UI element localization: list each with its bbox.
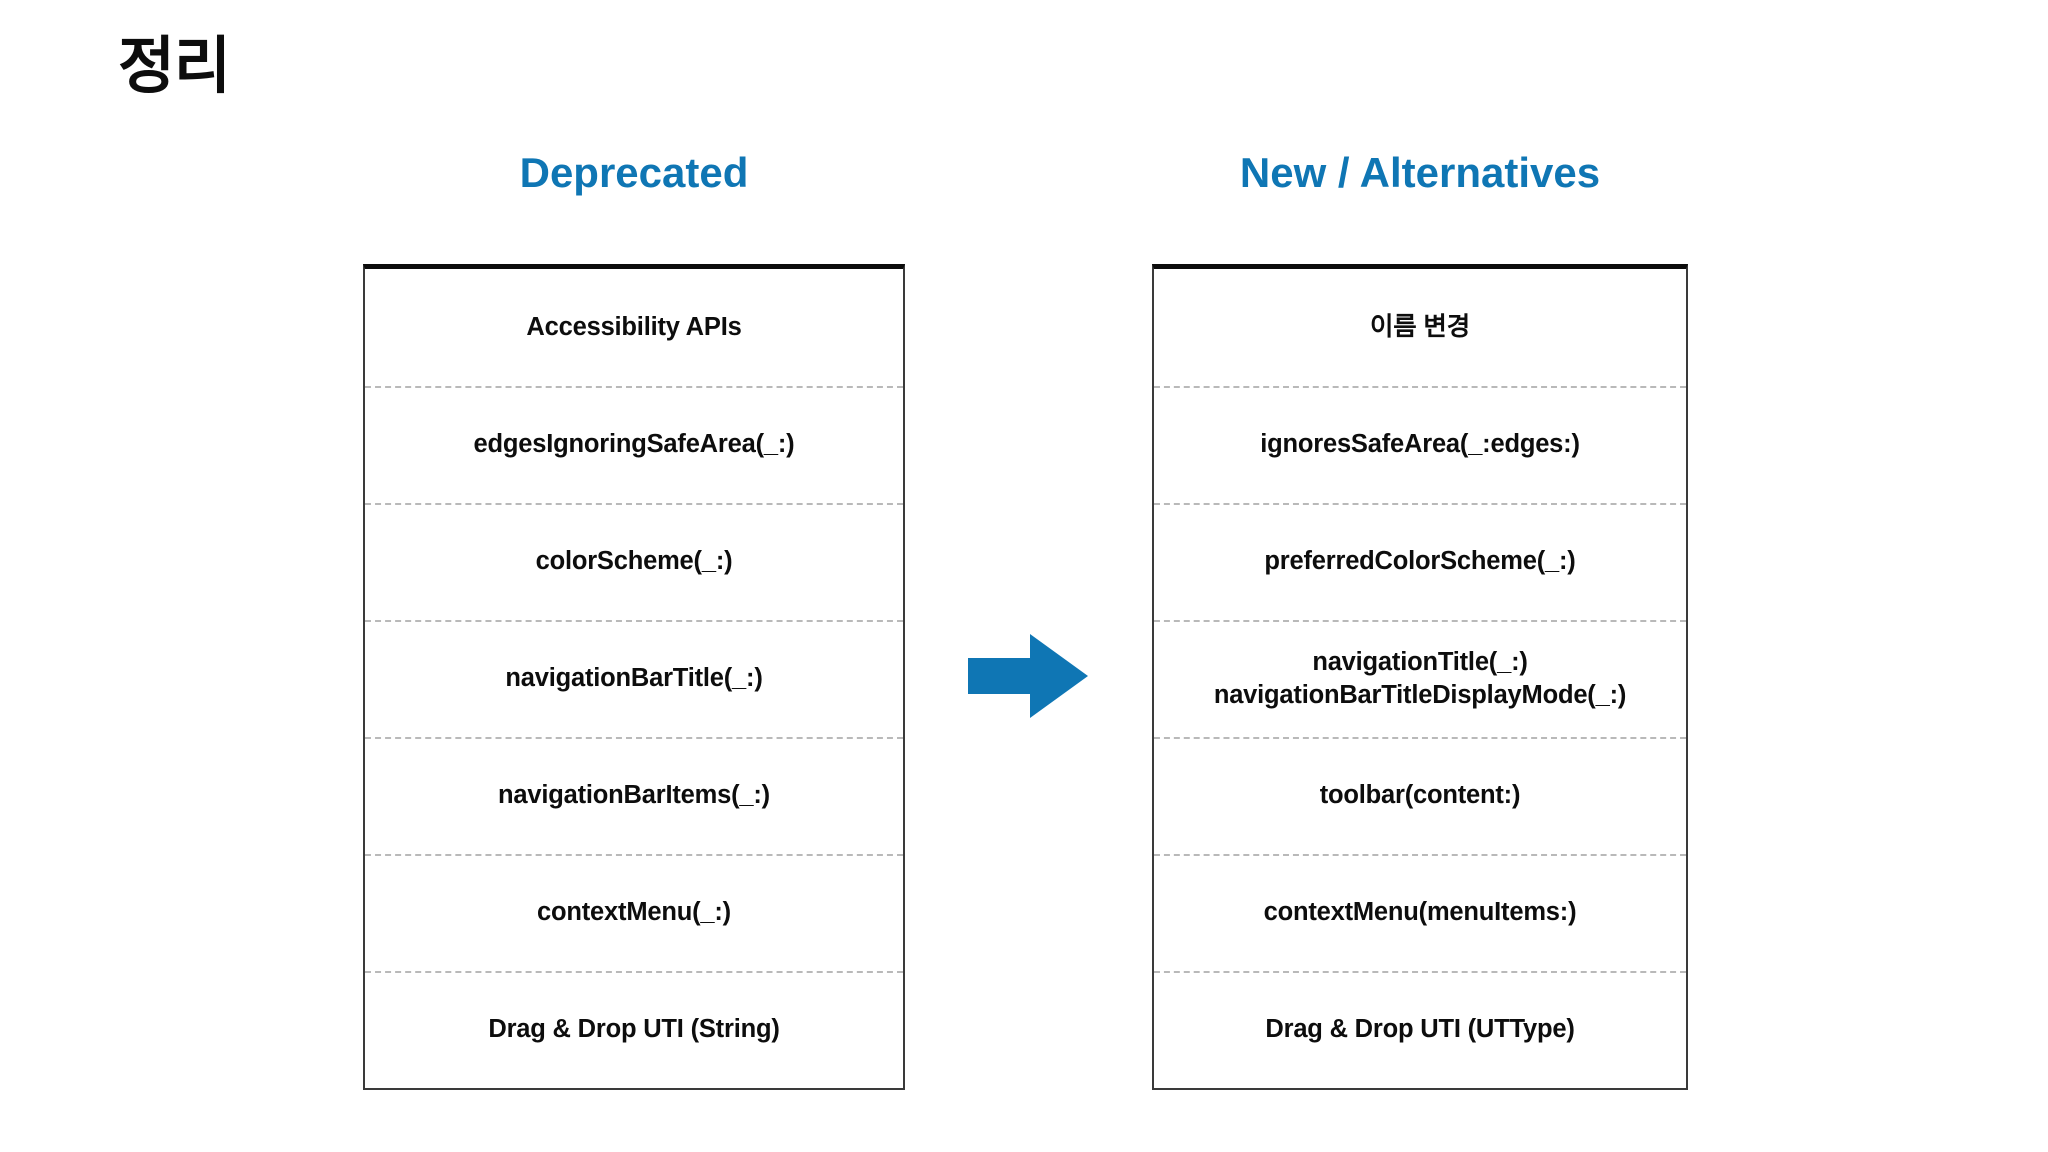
table-row: Drag & Drop UTI (String) [365,971,903,1088]
table-row: colorScheme(_:) [365,503,903,620]
api-name-label: navigationBarTitle(_:) [505,664,763,693]
api-name-label: preferredColorScheme(_:) [1264,547,1576,576]
table-row: ignoresSafeArea(_:edges:) [1154,386,1686,503]
api-name-label: edgesIgnoringSafeArea(_:) [473,430,795,459]
api-name-label: contextMenu(menuItems:) [1263,898,1577,927]
table-row: navigationBarTitle(_:) [365,620,903,737]
table-row: contextMenu(_:) [365,854,903,971]
api-name-label: toolbar(content:) [1319,781,1521,810]
api-name-line-1: navigationTitle(_:) [1312,647,1528,676]
table-row: navigationTitle(_:) navigationBarTitleDi… [1154,620,1686,737]
table-row: Accessibility APIs [365,269,903,386]
api-name-label: navigationTitle(_:) navigationBarTitleDi… [1213,646,1627,711]
table-row: navigationBarItems(_:) [365,737,903,854]
api-name-label: Accessibility APIs [526,313,742,342]
table-row: Drag & Drop UTI (UTType) [1154,971,1686,1088]
alternatives-api-table: 이름 변경 ignoresSafeArea(_:edges:) preferre… [1152,264,1688,1090]
column-header-deprecated: Deprecated [519,149,749,196]
deprecated-api-table: Accessibility APIs edgesIgnoringSafeArea… [363,264,905,1090]
table-row: 이름 변경 [1154,269,1686,386]
table-row: contextMenu(menuItems:) [1154,854,1686,971]
table-row: preferredColorScheme(_:) [1154,503,1686,620]
api-name-label: colorScheme(_:) [535,547,733,576]
api-name-label: ignoresSafeArea(_:edges:) [1260,430,1580,459]
page-title: 정리 [118,32,231,101]
api-name-label: contextMenu(_:) [537,898,731,927]
table-row: toolbar(content:) [1154,737,1686,854]
api-name-line-2: navigationBarTitleDisplayMode(_:) [1213,680,1627,709]
api-name-label: 이름 변경 [1370,313,1470,342]
column-header-alternatives: New / Alternatives [1239,149,1601,196]
api-name-label: navigationBarItems(_:) [498,781,770,810]
api-name-label: Drag & Drop UTI (UTType) [1265,1015,1575,1044]
table-row: edgesIgnoringSafeArea(_:) [365,386,903,503]
right-arrow-icon [968,630,1088,722]
api-name-label: Drag & Drop UTI (String) [488,1015,780,1044]
